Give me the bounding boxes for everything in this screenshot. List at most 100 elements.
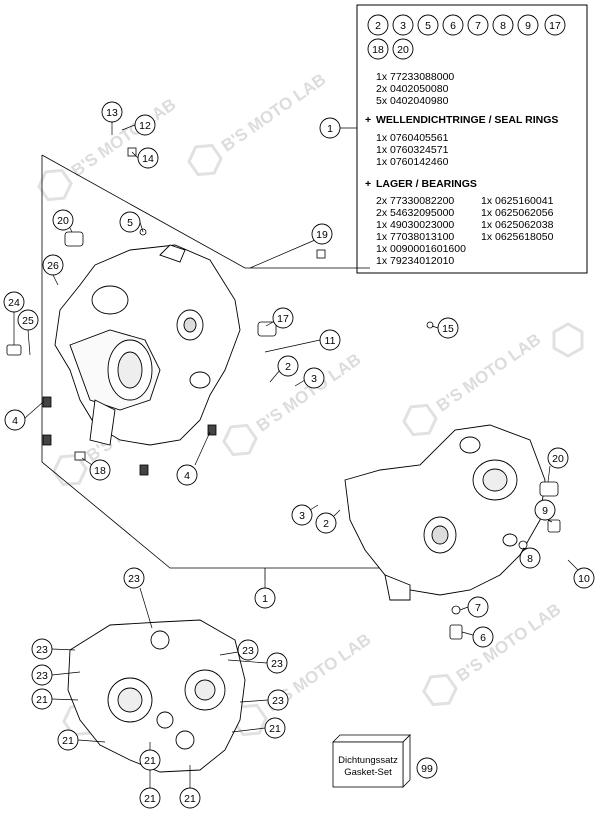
- callout-circle: [266, 652, 288, 674]
- leader-line: [265, 321, 274, 327]
- plug-9: [547, 519, 561, 533]
- watermark-9: [552, 322, 584, 358]
- ref-circle-label: 3: [400, 20, 406, 32]
- ref-circle: [442, 14, 464, 36]
- ref-circle-label: 9: [525, 20, 531, 32]
- callout-c24: 24: [8, 297, 20, 309]
- callout-circle: [134, 114, 156, 136]
- seal-line: 1x 0760324571: [376, 144, 449, 156]
- ref-circle-label: 18: [372, 44, 384, 56]
- leader-line: [333, 509, 341, 517]
- watermark-8: B'S MOTO LAB: [422, 600, 564, 707]
- callout-c8: 8: [527, 553, 533, 565]
- washer-7: [451, 605, 461, 615]
- dowel-4a: [42, 396, 52, 408]
- leader-line: [459, 606, 469, 611]
- leader-line: [219, 651, 239, 656]
- callout-circle: [467, 596, 489, 618]
- screw-15: [426, 321, 434, 329]
- leader-line: [52, 274, 59, 286]
- leader-line: [69, 227, 73, 233]
- callout-c23d: 23: [271, 658, 283, 670]
- leader-line: [431, 325, 439, 329]
- callout-c3a: 3: [311, 373, 317, 385]
- assembled-case-outline: [67, 619, 246, 773]
- callout-circle: [437, 317, 459, 339]
- callout-circle: [52, 209, 74, 231]
- ref-circle: [517, 14, 539, 36]
- ref-circle: [367, 14, 389, 36]
- leader-line: [294, 379, 306, 387]
- bracket-left: [41, 155, 475, 569]
- callout-c2b: 2: [323, 518, 329, 530]
- bearing-line: 1x 77038013100: [376, 231, 454, 243]
- ref-circle: [392, 14, 414, 36]
- ref-circle-label: 20: [397, 44, 409, 56]
- assembled-top-bore: [150, 630, 170, 650]
- right-crankcase: [344, 424, 546, 601]
- part-line: 1x 77233088000: [376, 71, 454, 83]
- leader-lines: [13, 122, 579, 788]
- leader-line: [547, 465, 551, 483]
- callout-c23c: 23: [36, 670, 48, 682]
- leader-line: [264, 339, 321, 353]
- leader-line: [249, 239, 316, 269]
- gasket-box-top: [332, 734, 411, 743]
- watermark-text: B'S MOTO LAB: [218, 70, 329, 156]
- callout-circle: [17, 309, 39, 331]
- callout-circle: [31, 638, 53, 660]
- leader-line: [24, 401, 44, 419]
- plug-6: [449, 624, 463, 640]
- callout-c2a: 2: [285, 361, 291, 373]
- callout-circle: [272, 307, 294, 329]
- callout-circle: [254, 587, 276, 609]
- bearing-line: 2x 77330082200: [376, 195, 454, 207]
- leader-line: [309, 504, 319, 511]
- leader-line: [231, 727, 266, 733]
- gasket-set: Dichtungssatz Gasket-Set: [332, 734, 411, 788]
- ref-circle: [492, 14, 514, 36]
- assembled-crankcase: [67, 619, 246, 773]
- callout-c21b: 21: [62, 735, 74, 747]
- callout-circle: [57, 729, 79, 751]
- gasket-ref: 99: [416, 757, 438, 779]
- callout-circle: [179, 787, 201, 809]
- callout-c7: 7: [475, 602, 481, 614]
- callout-circle: [267, 689, 289, 711]
- callout-circle: [573, 567, 595, 589]
- left-case-mount: [89, 399, 116, 446]
- bearing-line: 2x 54632095000: [376, 207, 454, 219]
- callout-c21a: 21: [36, 694, 48, 706]
- callout-c17: 17: [277, 313, 289, 325]
- seal-line: 1x 0760405561: [376, 132, 449, 144]
- callout-c19: 19: [316, 229, 328, 241]
- leader-line: [51, 671, 81, 676]
- watermark-text: B'S MOTO LAB: [253, 350, 364, 436]
- callout-circle: [319, 329, 341, 351]
- callout-circle: [101, 101, 123, 123]
- callout-gasket-ref: 99: [421, 763, 433, 775]
- washer-8: [518, 540, 528, 550]
- left-crank-bore-inner: [117, 351, 143, 389]
- callout-c23b: 23: [36, 644, 48, 656]
- callout-c26: 26: [47, 260, 59, 272]
- right-bearing-bore-inner: [482, 468, 508, 492]
- left-small-bore: [189, 371, 211, 389]
- leader-line: [77, 739, 106, 743]
- plus-icon: +: [365, 114, 371, 126]
- part-line: 2x 0402050080: [376, 83, 449, 95]
- leader-line: [269, 369, 281, 383]
- assembled-small-bore: [156, 711, 174, 729]
- part-line: 5x 0402040980: [376, 95, 449, 107]
- callout-circle: [534, 499, 556, 521]
- callout-circle: [4, 409, 26, 431]
- bearing-line: 1x 49030023000: [376, 219, 454, 231]
- callout-c23a: 23: [128, 573, 140, 585]
- ref-circle-label: 17: [549, 20, 561, 32]
- parts-list: 1x 77233088000 2x 0402050080 5x 04020409…: [376, 71, 454, 107]
- callout-c9: 9: [542, 505, 548, 517]
- bracket-lines: [41, 127, 475, 580]
